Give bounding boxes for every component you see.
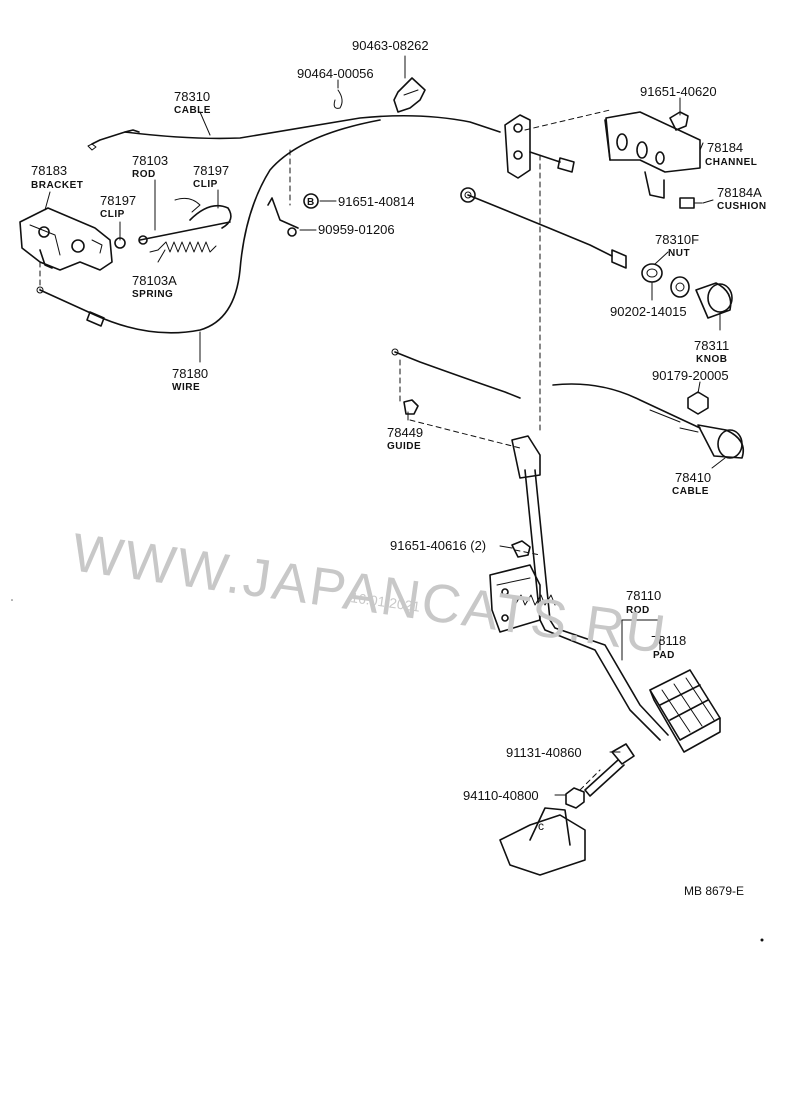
label-78311-name: KNOB [696, 354, 727, 365]
bolt-90463-drawing [393, 77, 426, 113]
label-90463-08262: 90463-08262 [352, 38, 429, 53]
label-78449-name: GUIDE [387, 441, 421, 452]
bracket-78183-drawing [19, 207, 126, 271]
pad-78118-drawing [649, 669, 721, 753]
watermark: WWW.JAPANCATS.RU 16.01.2021 [68, 522, 670, 665]
label-78180: 78180 [172, 366, 208, 381]
label-78310F: 78310F [655, 232, 699, 247]
wire-78180-drawing [36, 119, 381, 334]
label-78310: 78310 [174, 89, 210, 104]
guide-78449-drawing [403, 399, 419, 415]
label-78103A: 78103A [132, 273, 177, 288]
label-78103: 78103 [132, 153, 168, 168]
label-78197-left-name: CLIP [100, 209, 125, 220]
label-91131-40860: 91131-40860 [506, 745, 582, 760]
rod-78103-drawing [138, 197, 232, 245]
nut-78310F-drawing [641, 263, 663, 283]
label-78103-name: ROD [132, 169, 156, 180]
bolt-91651-40620-drawing [669, 111, 689, 131]
label-91651-40620: 91651-40620 [640, 84, 717, 99]
stopper-drawing: c [499, 807, 586, 876]
clip-90464-drawing [333, 89, 343, 109]
channel-78184-drawing [604, 111, 701, 199]
clamp-90959-drawing [267, 197, 299, 237]
spring-78103A-drawing [149, 241, 217, 253]
cable-78410-knob-drawing [679, 424, 745, 459]
label-78183: 78183 [31, 163, 67, 178]
bolt-B-marker: B [303, 193, 319, 209]
label-78197-left: 78197 [100, 193, 136, 208]
label-78184: 78184 [707, 140, 743, 155]
label-78118-name: PAD [653, 650, 675, 661]
label-91651-40814: 91651-40814 [338, 194, 415, 209]
nut-90179-drawing [687, 391, 709, 415]
label-78110: 78110 [626, 588, 661, 603]
bolt-91131-drawing [584, 743, 635, 797]
label-90959-01206: 90959-01206 [318, 222, 395, 237]
cushion-78184A-drawing [679, 197, 703, 209]
washer-90202-drawing [670, 276, 690, 298]
bolt-91651-40616-drawing [511, 540, 531, 558]
label-91651-40616: 91651-40616 (2) [390, 538, 486, 553]
label-78197-right-name: CLIP [193, 179, 218, 190]
label-78180-name: WIRE [172, 382, 200, 393]
cable-78410-drawing [391, 348, 701, 429]
label-78184A: 78184A [717, 185, 762, 200]
pedal-bracket-drawing [489, 564, 541, 633]
label-78197-right: 78197 [193, 163, 229, 178]
label-78449: 78449 [387, 425, 423, 440]
label-94110-40800: 94110-40800 [463, 788, 539, 803]
label-90464-00056: 90464-00056 [297, 66, 374, 81]
label-78103A-name: SPRING [132, 289, 173, 300]
label-78310-name: CABLE [174, 105, 211, 116]
label-78184A-name: CUSHION [717, 201, 767, 212]
label-78310F-name: NUT [668, 248, 690, 259]
label-78311: 78311 [694, 338, 729, 353]
label-90179-20005: 90179-20005 [652, 368, 729, 383]
label-78110-name: ROD [626, 605, 650, 616]
svg-text:c: c [538, 819, 544, 833]
label-78184-name: CHANNEL [705, 157, 757, 168]
assembly-dashed-lines [39, 109, 611, 791]
nut-94110-drawing [565, 787, 585, 809]
bolt-b-letter: B [307, 197, 315, 208]
label-78410-name: CABLE [672, 486, 709, 497]
drawing-code: MB 8679-E [684, 884, 744, 898]
cable-bracket-drawing [504, 114, 575, 179]
leader-lines [44, 55, 726, 796]
rod-78110-drawing [511, 435, 669, 741]
part-labels: 78310 CABLE 90463-08262 90464-00056 9165… [31, 38, 767, 898]
label-78118: 78118 [651, 633, 686, 648]
cable-78310-drawing [87, 114, 627, 269]
label-78183-name: BRACKET [31, 180, 83, 191]
knob-78311-drawing [695, 282, 733, 319]
label-78410: 78410 [675, 470, 711, 485]
label-90202-14015: 90202-14015 [610, 304, 687, 319]
